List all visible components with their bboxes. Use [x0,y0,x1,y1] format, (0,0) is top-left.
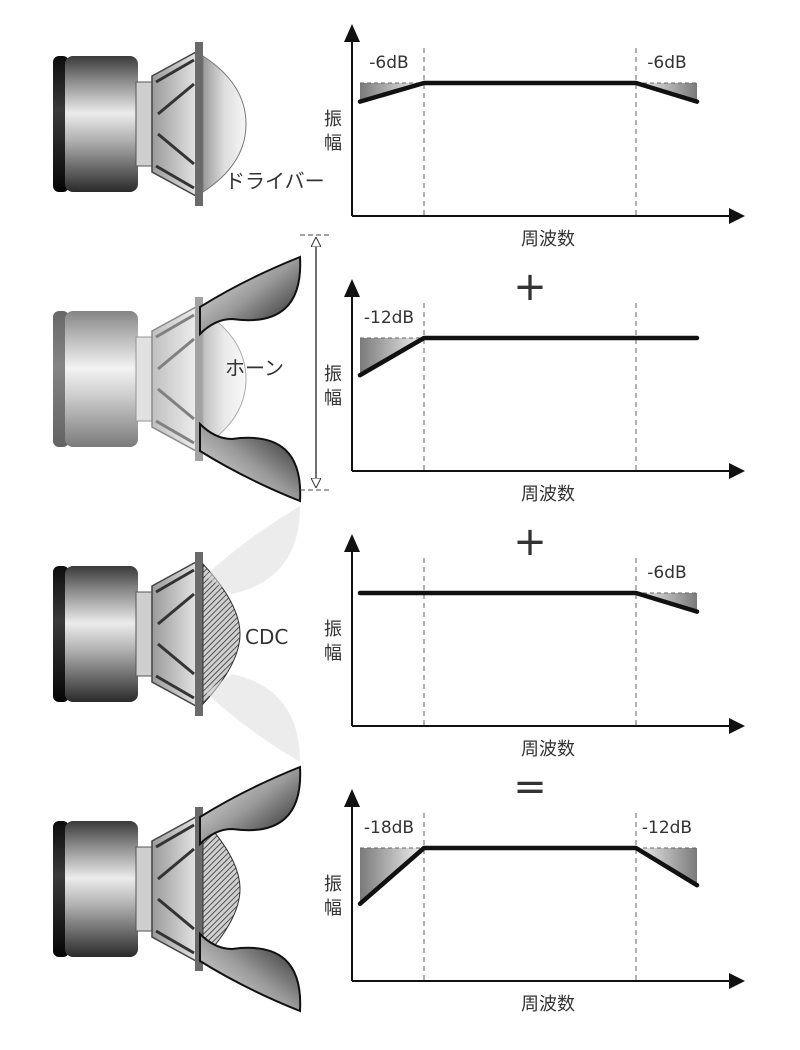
frequency-label: 周波数 [521,229,575,250]
magnet [65,821,138,957]
speaker-label: CDC [245,625,288,649]
x-axis-arrowhead [729,463,745,479]
horn [199,255,302,503]
speaker-illustration [53,807,241,971]
response-curve [357,845,700,907]
magnet [65,56,138,192]
plus-operator-1: + [513,264,547,310]
basket-frame [151,50,197,198]
response-curve [357,80,700,104]
amplitude-label: 振幅 [324,619,342,664]
low-rolloff-label: -18dB [364,818,414,838]
response-curve [357,590,700,614]
x-axis-arrowhead [729,973,745,989]
frequency-label: 周波数 [521,994,575,1015]
speaker-illustration [53,552,241,716]
speaker-label: ホーン [225,356,284,380]
x-axis-arrowhead [729,208,745,224]
y-axis-arrowhead [344,279,360,297]
speaker-illustration [53,297,247,461]
equals-operator: = [513,764,547,810]
frequency-label: 周波数 [521,484,575,505]
y-axis-arrowhead [344,534,360,552]
amplitude-label: 振幅 [324,874,342,919]
ghost-horn [205,506,300,762]
dome [202,55,247,193]
frequency-label: 周波数 [521,739,575,760]
amplitude-label: 振幅 [324,364,342,409]
x-axis-arrowhead [729,718,745,734]
low-rolloff-label: -12dB [364,308,414,328]
high-rolloff-label: -12dB [642,818,692,838]
horn [199,765,302,1013]
mounting-flange [195,297,203,461]
mounting-flange [195,807,203,971]
amplitude-label: 振幅 [324,109,342,154]
response-curve [357,335,700,378]
magnet [65,566,138,702]
speaker-illustration [53,42,247,206]
y-axis-arrowhead [344,24,360,42]
basket-frame [151,815,197,963]
basket-frame [151,305,197,453]
cdc-plug [202,817,241,961]
mounting-flange [195,42,203,206]
mounting-flange [195,552,203,716]
high-rolloff-label: -6dB [647,563,686,583]
low-rolloff-label: -6dB [369,53,408,73]
speaker-label: ドライバー [225,169,325,193]
plus-operator-2: + [513,519,547,565]
basket-frame [151,560,197,708]
high-rolloff-label: -6dB [647,53,686,73]
y-axis-arrowhead [344,789,360,807]
magnet [65,311,138,447]
dome [202,310,247,448]
horn-height-dimension [300,234,330,491]
